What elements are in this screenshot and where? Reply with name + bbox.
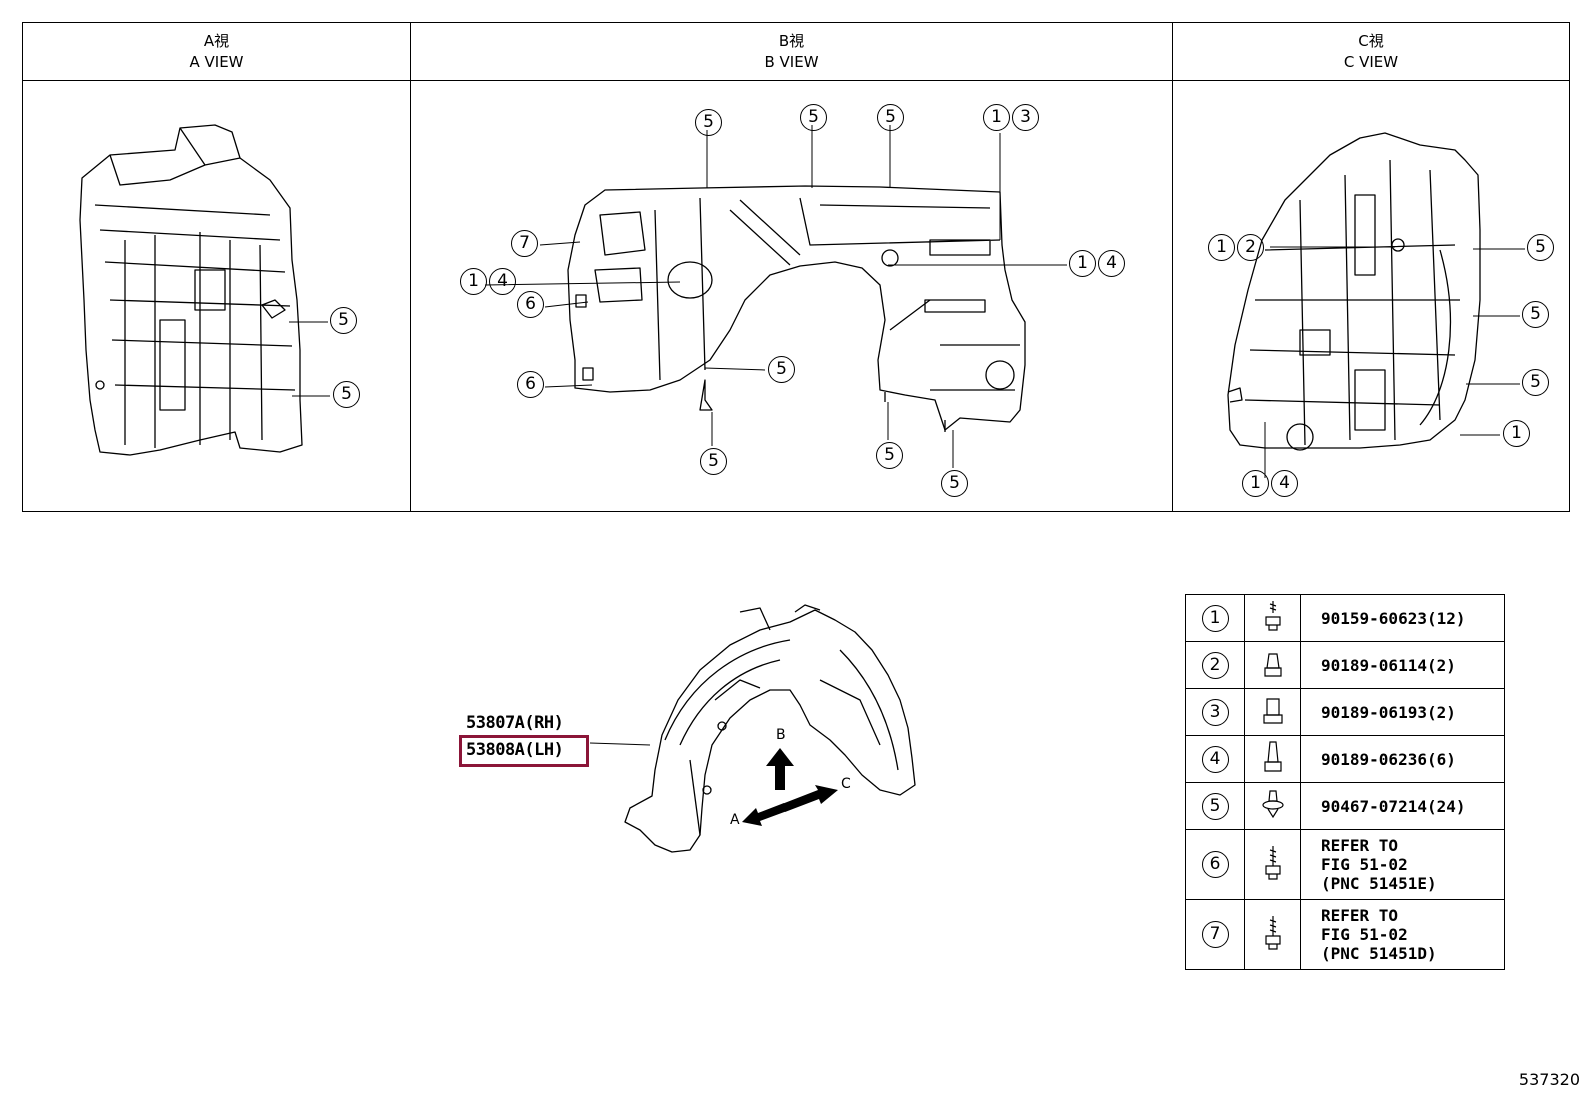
parts-num-2: 2 <box>1201 651 1229 679</box>
c-view-title-en: C VIEW <box>1343 53 1399 71</box>
callout-c-2: 2 <box>1237 234 1264 261</box>
c-view-title-jp: C視 <box>1358 32 1384 50</box>
parts-row-2: 2 90189-06114(2) <box>1185 641 1505 689</box>
parts-line-4: 90189-06236(6) <box>1321 749 1456 769</box>
parts-line-7-3: (PNC 51451D) <box>1321 944 1437 963</box>
parts-table: 1 90159-60623(12) 2 90189-06114(2) 3 <box>1185 594 1505 970</box>
c-view-panel: C視 C VIEW <box>1173 23 1569 511</box>
parts-num-5: 5 <box>1201 792 1229 820</box>
tall-nut-icon <box>1263 741 1282 772</box>
parts-line-6-1: REFER TO <box>1321 836 1399 855</box>
square-nut-icon <box>1262 698 1283 724</box>
parts-num-1: 1 <box>1201 604 1229 632</box>
parts-row-3: 3 90189-06193(2) <box>1185 688 1505 736</box>
callout-b-5-top-3: 5 <box>877 104 904 131</box>
callout-a-5-1: 5 <box>330 307 357 334</box>
parts-num-4: 4 <box>1201 745 1229 773</box>
callout-b-1-top: 1 <box>983 104 1010 131</box>
parts-line-1: 90159-60623(12) <box>1321 608 1466 628</box>
callout-b-1-left: 1 <box>460 268 487 295</box>
parts-row-7: 7 REFER TO FIG 51-02 (PNC 51451D) <box>1185 899 1505 970</box>
a-view-title-en: A VIEW <box>189 53 244 71</box>
parts-line-2: 90189-06114(2) <box>1321 655 1456 675</box>
parts-num-6: 6 <box>1201 851 1229 878</box>
callout-c-1-bot: 1 <box>1242 470 1269 497</box>
main-liner-drawing <box>624 604 916 853</box>
parts-line-6-2: FIG 51-02 <box>1321 855 1408 874</box>
parts-line-7-2: FIG 51-02 <box>1321 925 1408 944</box>
b-view-liner-drawing <box>567 185 1026 432</box>
callout-b-5-mid: 5 <box>768 356 795 383</box>
callout-c-4-bot: 4 <box>1271 470 1298 497</box>
a-view-panel: A視 A VIEW <box>23 23 411 511</box>
leader-lines <box>289 125 1525 746</box>
parts-line-7-1: REFER TO <box>1321 906 1399 925</box>
b-view-header: B視 B VIEW <box>411 23 1172 81</box>
direction-c-label: C <box>841 776 851 792</box>
screw-icon <box>1264 845 1281 880</box>
parts-line-3: 90189-06193(2) <box>1321 702 1456 722</box>
c-view-header: C視 C VIEW <box>1173 23 1569 81</box>
parts-row-1: 1 90159-60623(12) <box>1185 594 1505 642</box>
callout-c-1-right: 1 <box>1503 420 1530 447</box>
b-view-title-en: B VIEW <box>764 53 819 71</box>
callout-c-1-top: 1 <box>1208 234 1235 261</box>
parts-row-6: 6 REFER TO FIG 51-02 (PNC 51451E) <box>1185 829 1505 900</box>
a-view-liner-drawing <box>79 124 303 456</box>
a-view-title-jp: A視 <box>203 32 230 50</box>
direction-a-label: A <box>730 812 740 828</box>
callout-b-3-top: 3 <box>1012 104 1039 131</box>
b-view-title-jp: B視 <box>778 32 805 50</box>
callout-b-5-bot-1: 5 <box>700 448 727 475</box>
callout-b-6-2: 6 <box>517 371 544 398</box>
views-panel: A視 A VIEW B視 B VIEW C視 C VIEW <box>22 22 1570 512</box>
parts-row-4: 4 90189-06236(6) <box>1185 735 1505 783</box>
callout-b-4-right: 4 <box>1098 250 1125 277</box>
a-view-header: A視 A VIEW <box>23 23 410 81</box>
b-view-panel: B視 B VIEW <box>411 23 1173 511</box>
callout-b-4-left: 4 <box>489 268 516 295</box>
direction-arrows <box>742 748 838 826</box>
callout-a-5-2: 5 <box>333 381 360 408</box>
c-view-liner-drawing <box>1227 132 1481 451</box>
callout-c-5-1: 5 <box>1527 234 1554 261</box>
part-code-rh: 53807A(RH) <box>466 713 564 733</box>
direction-b-label: B <box>776 727 786 743</box>
part-code-highlight <box>459 735 589 767</box>
callout-b-5-bot-2: 5 <box>876 442 903 469</box>
callout-c-5-2: 5 <box>1522 301 1549 328</box>
callout-b-5-top-1: 5 <box>695 109 722 136</box>
parts-num-3: 3 <box>1201 698 1229 726</box>
callout-b-5-top-2: 5 <box>800 104 827 131</box>
parts-row-5: 5 90467-07214(24) <box>1185 782 1505 830</box>
parts-line-5: 90467-07214(24) <box>1321 796 1466 816</box>
figure-number: 537320 <box>1518 1070 1580 1089</box>
part-code-lh[interactable]: 53808A(LH) <box>466 740 564 760</box>
parts-num-7: 7 <box>1201 921 1229 948</box>
callout-c-5-3: 5 <box>1522 369 1549 396</box>
callout-b-6-1: 6 <box>517 291 544 318</box>
bolt-screw-icon <box>1264 601 1281 631</box>
callout-b-5-bot-3: 5 <box>941 470 968 497</box>
parts-line-6-3: (PNC 51451E) <box>1321 874 1437 893</box>
nut-cap-icon <box>1263 653 1282 677</box>
callout-b-1-right: 1 <box>1069 250 1096 277</box>
screw-icon <box>1264 915 1281 950</box>
callout-b-7: 7 <box>511 230 538 257</box>
push-clip-icon <box>1261 790 1284 819</box>
